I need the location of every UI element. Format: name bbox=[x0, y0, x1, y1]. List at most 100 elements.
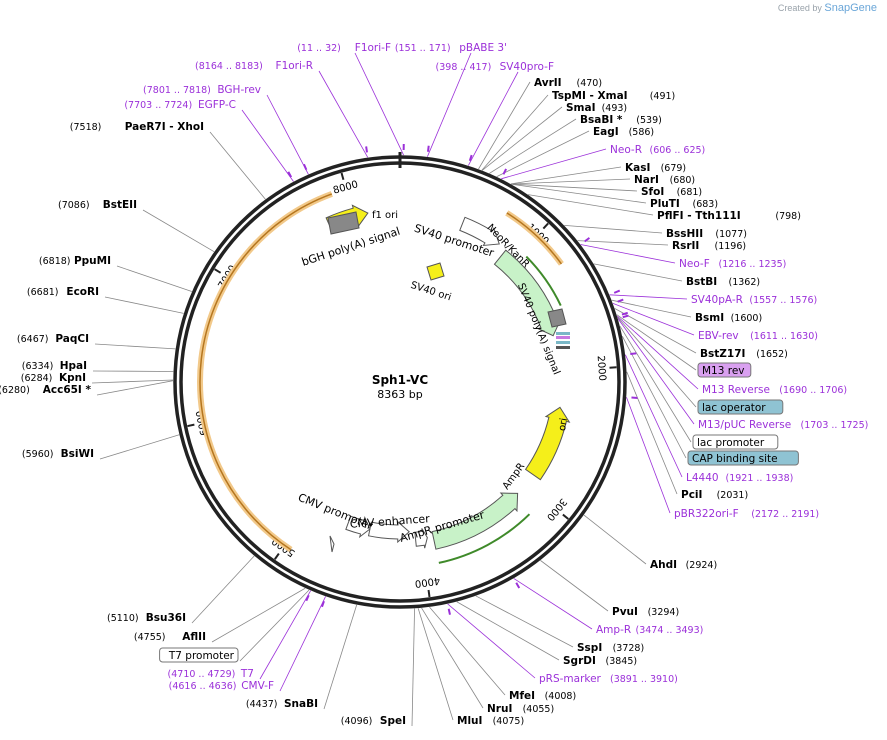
site-label-pcii: PciI(2031) bbox=[681, 489, 748, 501]
leader-line bbox=[593, 263, 683, 282]
site-label-sgrdi: SgrDI(3845) bbox=[563, 655, 637, 667]
feature-t7-promoter bbox=[329, 535, 335, 553]
leader-line bbox=[323, 604, 358, 710]
leader-line bbox=[142, 209, 215, 253]
leader-line bbox=[91, 379, 174, 384]
site-label-pvui: PvuI(3294) bbox=[612, 606, 679, 618]
site-label-pbabe-3: pBABE 3'(151 .. 171) bbox=[395, 42, 507, 54]
label-name: EagI bbox=[593, 126, 619, 138]
label-name: Neo-F bbox=[679, 258, 710, 270]
leader-line bbox=[626, 371, 678, 495]
plasmid-name: Sph1-VC bbox=[372, 373, 429, 387]
feature-neor-kanr bbox=[493, 249, 562, 337]
leader-line bbox=[475, 595, 574, 648]
leader-line bbox=[489, 118, 577, 174]
leader-line bbox=[617, 316, 697, 408]
label-name: T7 promoter bbox=[168, 650, 235, 662]
primer-site-marker bbox=[613, 289, 621, 294]
label-position: (4755) bbox=[134, 632, 166, 643]
primer-site-marker bbox=[365, 146, 368, 153]
tick-mark bbox=[562, 513, 569, 520]
site-label-t7-promoter: T7 promoter bbox=[159, 647, 239, 663]
label-name: TspMI - XmaI bbox=[552, 90, 628, 102]
label-position: (681) bbox=[677, 187, 703, 198]
leader-line bbox=[191, 555, 255, 624]
label-box bbox=[697, 399, 784, 415]
site-label-t7: T7(4710 .. 4729) bbox=[168, 668, 254, 680]
site-label-nrui: NruI (4055) bbox=[487, 703, 554, 715]
label-name: F1ori-F bbox=[355, 42, 391, 54]
lac-site-marker bbox=[556, 341, 570, 344]
site-label-avrii: AvrII(470) bbox=[534, 77, 602, 89]
primer-site-marker bbox=[621, 311, 629, 316]
lac-site-marker bbox=[556, 332, 570, 335]
label-name: NruI bbox=[487, 703, 512, 715]
label-name: BsiWI bbox=[61, 448, 94, 460]
label-name: RsrII bbox=[672, 240, 699, 252]
label-position: (6818) bbox=[39, 256, 71, 267]
leader-line bbox=[496, 130, 590, 178]
feature-cmv-promoter bbox=[345, 515, 371, 539]
site-label-bstbi: BstBI(1362) bbox=[686, 276, 760, 288]
site-label-bgh-rev: BGH-rev(7801 .. 7818) bbox=[143, 84, 261, 96]
label-position: (4055) bbox=[523, 704, 555, 715]
leader-line bbox=[528, 194, 654, 216]
label-name: PluTI bbox=[650, 198, 680, 210]
leader-line bbox=[427, 52, 472, 157]
label-name: Acc65I * bbox=[43, 384, 92, 396]
label-name: SnaBI bbox=[284, 698, 318, 710]
label-name: M13 Reverse bbox=[702, 384, 770, 396]
site-label-f1ori-r: F1ori-R(8164 .. 8183) bbox=[195, 60, 313, 72]
site-label-amp-r: Amp-R(3474 .. 3493) bbox=[596, 624, 703, 636]
leader-line bbox=[429, 606, 506, 696]
leader-line bbox=[511, 183, 647, 204]
label-position: (1611 .. 1630) bbox=[750, 331, 818, 342]
plasmid-size: 8363 bp bbox=[377, 388, 422, 401]
label-position: (606 .. 625) bbox=[650, 145, 706, 156]
tick-mark bbox=[187, 423, 195, 428]
label-name: T7 bbox=[240, 668, 254, 680]
site-label-sv40pa-r: SV40pA-R(1557 .. 1576) bbox=[691, 294, 817, 306]
primer-site-marker bbox=[630, 352, 637, 356]
feature-label-sv40-ori: SV40 ori bbox=[409, 280, 452, 303]
site-label-tspmi-xmai: TspMI - XmaI(491) bbox=[552, 90, 675, 102]
snapgene-credit: Created by SnapGene bbox=[778, 2, 877, 14]
leader-line bbox=[540, 560, 609, 612]
orange-arc-core bbox=[199, 193, 333, 551]
primer-site-marker bbox=[617, 298, 624, 303]
label-leader-lines bbox=[91, 52, 699, 727]
feature-glyphs bbox=[325, 204, 571, 553]
leader-line bbox=[580, 244, 676, 264]
label-name: lac promoter bbox=[697, 437, 765, 449]
lac-site-marker bbox=[556, 346, 570, 349]
site-label-paer7i-xhoi: PaeR7I - XhoI(7518) bbox=[70, 121, 204, 133]
label-name: AhdI bbox=[650, 559, 677, 571]
site-label-mlui: MluI(4075) bbox=[457, 715, 524, 727]
site-label-pbr322ori-f: pBR322ori-F(2172 .. 2191) bbox=[674, 508, 819, 520]
label-name: Bsu36I bbox=[146, 612, 186, 624]
leader-line bbox=[621, 335, 687, 459]
tick-label: 3000 bbox=[544, 496, 569, 523]
site-label-m13-rev: M13 rev bbox=[697, 362, 752, 378]
label-position: (4616 .. 4636) bbox=[169, 681, 237, 692]
label-name: NarI bbox=[634, 174, 659, 186]
primer-site-marker bbox=[447, 608, 451, 615]
label-position: (4096) bbox=[341, 716, 373, 727]
label-box bbox=[159, 647, 239, 663]
feature-label-cmv-promoter: CMV promoter bbox=[296, 491, 375, 533]
label-position: (798) bbox=[775, 211, 801, 222]
site-label-eagi: EagI(586) bbox=[593, 126, 654, 138]
orange-arc-core bbox=[506, 212, 563, 265]
feature-bgh-polya bbox=[327, 211, 360, 235]
site-label-bsu36i: Bsu36I(5110) bbox=[107, 612, 186, 624]
label-name: EcoRI bbox=[66, 286, 99, 298]
site-label-lac-promoter: lac promoter bbox=[692, 434, 779, 450]
site-label-pflfi-tth111i: PflFI - Tth111I(798) bbox=[657, 210, 801, 222]
site-label-nari: NarI(680) bbox=[634, 174, 695, 186]
primer-site-marker bbox=[502, 168, 507, 175]
leader-line bbox=[211, 587, 306, 643]
label-name: PaqCI bbox=[55, 333, 89, 345]
label-name: EGFP-C bbox=[198, 99, 236, 111]
label-position: (7518) bbox=[70, 122, 102, 133]
